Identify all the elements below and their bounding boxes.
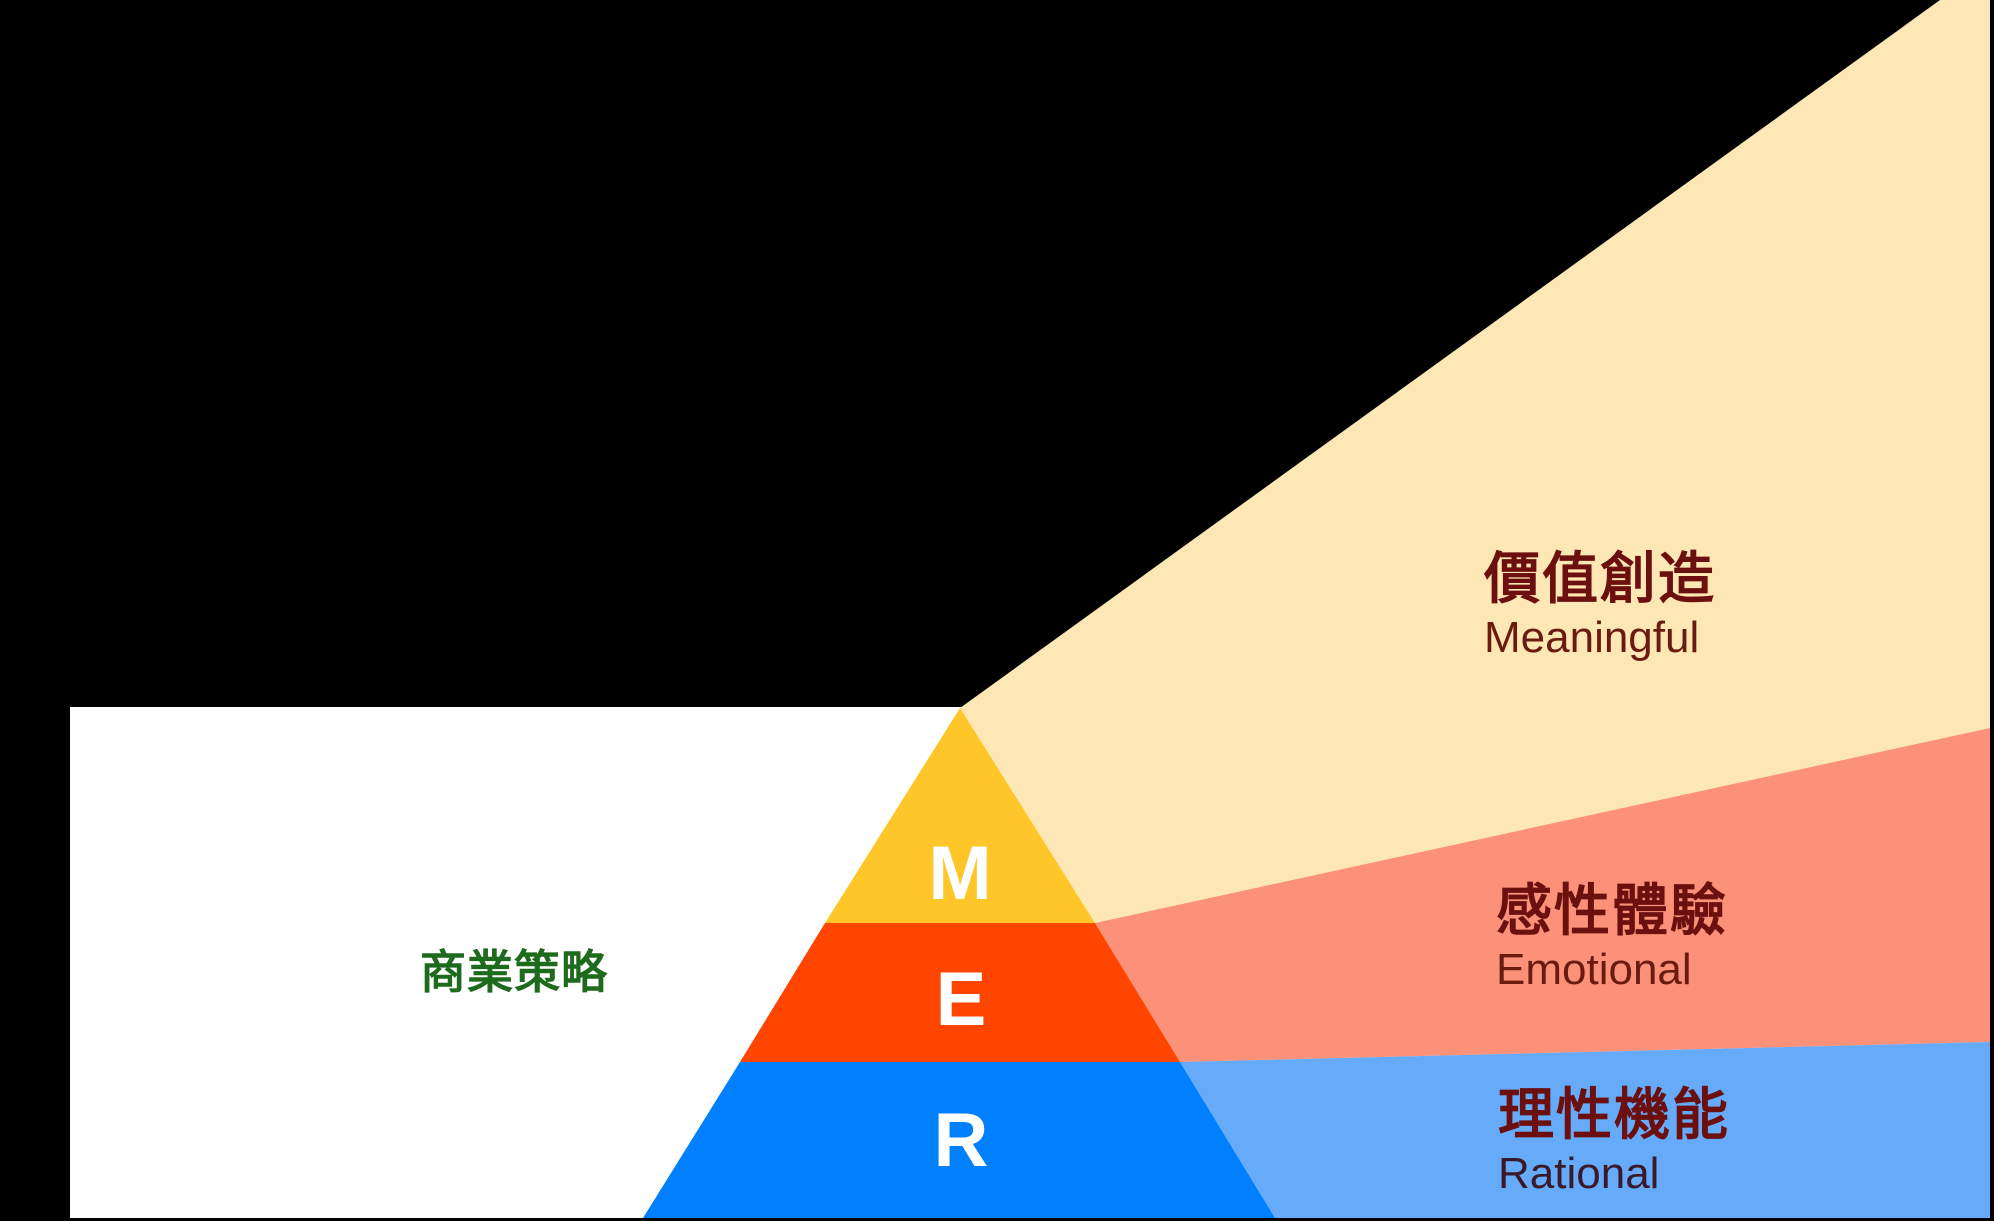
pyramid-tier-m: [825, 708, 1095, 923]
tier-letter-r: R: [933, 1098, 989, 1183]
meaningful-title: 價值創造: [1484, 547, 1716, 612]
meaningful-label: 價值創造 Meaningful: [1484, 552, 1716, 660]
business-strategy-label: 商業策略: [420, 945, 608, 999]
emotional-subtitle: Emotional: [1496, 945, 1692, 994]
pyramid-tier-r: [643, 1062, 1275, 1218]
rational-title: 理性機能: [1498, 1083, 1730, 1148]
rational-subtitle: Rational: [1498, 1149, 1660, 1198]
emotional-label: 感性體驗 Emotional: [1496, 884, 1728, 992]
rational-beam: [1180, 1042, 1990, 1218]
meaningful-subtitle: Meaningful: [1484, 613, 1700, 662]
emotional-beam: [1095, 728, 1990, 1062]
tier-letter-e: E: [935, 957, 987, 1042]
tier-letter-m: M: [928, 831, 992, 916]
meaningful-beam: [960, 0, 1990, 923]
emotional-title: 感性體驗: [1496, 879, 1728, 944]
pyramid-tier-e: [740, 923, 1180, 1062]
rational-label: 理性機能 Rational: [1498, 1088, 1730, 1196]
